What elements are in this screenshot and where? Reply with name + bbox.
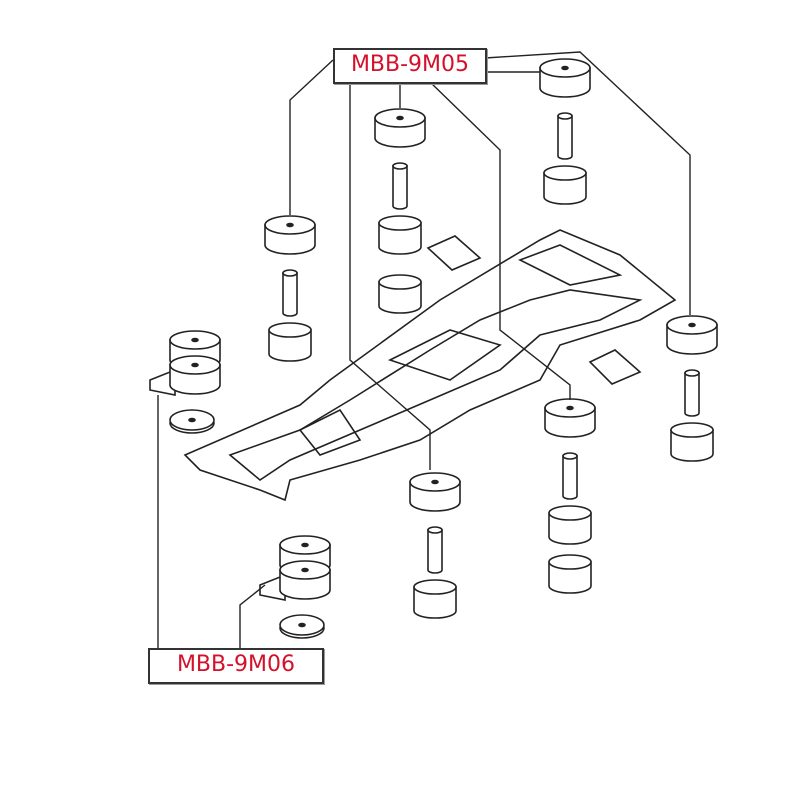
leader-lines <box>157 51 691 650</box>
body-mount-washer <box>169 409 215 434</box>
bushing-ring <box>548 554 592 594</box>
bushing-cap <box>409 472 461 512</box>
bushing-ring <box>548 505 592 545</box>
bushing-cap <box>544 398 596 438</box>
bushing-cap <box>374 108 426 148</box>
bushing-ring <box>268 322 312 362</box>
bushing-ring <box>378 215 422 255</box>
mount-flange <box>259 573 286 601</box>
pads <box>426 235 642 385</box>
bushing-sleeve <box>282 269 298 317</box>
bushing-cap <box>539 58 591 98</box>
body-mount-washer <box>279 614 325 639</box>
bushing-sleeve <box>392 162 408 210</box>
bushing-cap <box>264 215 316 255</box>
bushing-ring <box>413 579 457 619</box>
bushing-ring <box>670 422 714 462</box>
part-label-mbb-9m06: MBB-9M06 <box>148 648 324 684</box>
bushing-cap <box>666 315 718 355</box>
bushing-sleeve <box>684 369 700 417</box>
body-mount-base <box>169 355 221 395</box>
bushing-sleeve <box>557 112 573 160</box>
bushing-sleeve <box>562 452 578 500</box>
bushing-ring <box>378 274 422 314</box>
chassis-frame <box>183 229 677 502</box>
part-label-mbb-9m05: MBB-9M05 <box>333 48 487 84</box>
bushing-ring <box>543 165 587 205</box>
bushing-sleeve <box>427 526 443 574</box>
body-mount-base <box>279 560 331 600</box>
mount-flange <box>149 368 176 396</box>
